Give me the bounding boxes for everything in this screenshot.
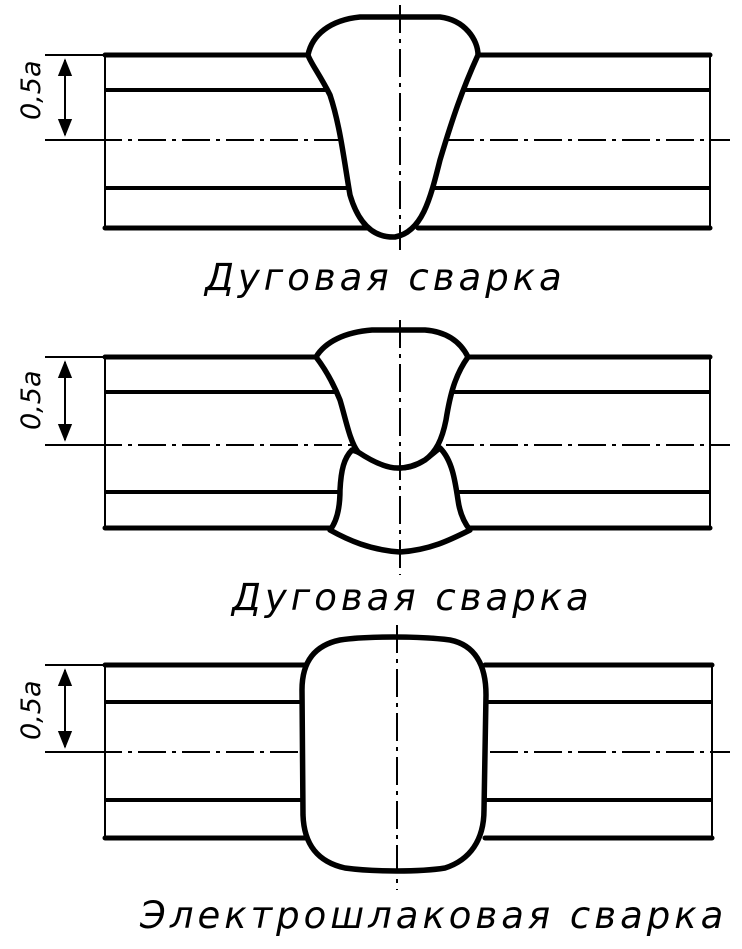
dimension-label: 0,5a xyxy=(16,371,47,430)
caption: Электрошлаковая сварка xyxy=(139,894,727,937)
diagram-arc-weld-single: 0,5a Дуговая сварка xyxy=(16,5,730,299)
diagram-electroslag-weld: 0,5a Электрошлаковая сварка xyxy=(16,625,730,937)
weld-bead xyxy=(299,634,489,874)
dimension-half-thickness: 0,5a xyxy=(16,54,105,141)
dimension-label: 0,5a xyxy=(16,681,47,740)
dimension-half-thickness: 0,5a xyxy=(16,664,105,753)
caption: Дуговая сварка xyxy=(203,256,566,299)
weld-bead xyxy=(305,14,481,240)
weld-bead-top xyxy=(313,327,471,471)
diagram-arc-weld-double: 0,5a Дуговая сварка xyxy=(16,320,730,619)
dimension-half-thickness: 0,5a xyxy=(16,356,105,446)
dimension-label: 0,5a xyxy=(16,61,47,120)
caption: Дуговая сварка xyxy=(230,576,593,619)
